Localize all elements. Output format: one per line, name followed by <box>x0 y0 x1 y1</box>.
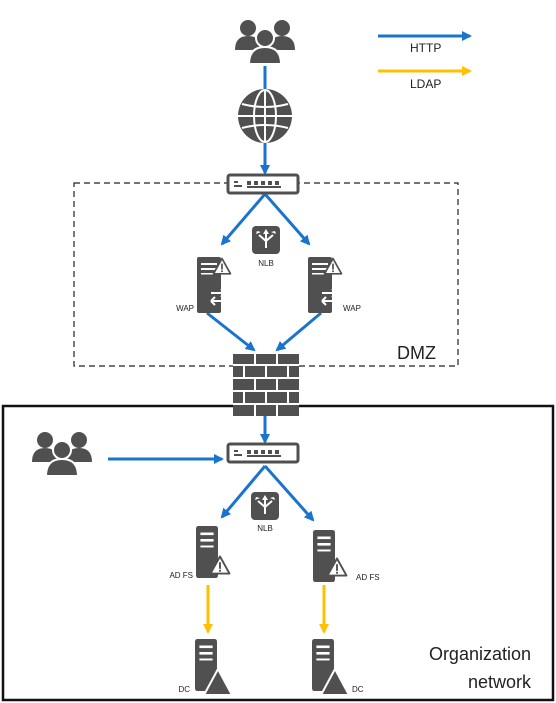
adfs-right-server-icon <box>313 530 348 582</box>
edge-wap-right-to-firewall <box>275 311 322 352</box>
org-switch-icon <box>226 442 300 464</box>
dmz-zone <box>73 182 459 367</box>
dmz-label: DMZ <box>397 343 436 363</box>
edge-switch-to-adfs-left <box>220 465 267 519</box>
globe-icon <box>238 89 292 143</box>
edge-wap-left-to-firewall <box>206 311 256 352</box>
wap-right-server-icon <box>308 257 343 313</box>
edge-switch-to-wap-right <box>263 193 311 246</box>
edge-switch-to-adfs-right <box>263 465 315 522</box>
legend-ldap-label: LDAP <box>410 77 441 91</box>
edge-switch-to-wap-left <box>220 193 267 246</box>
nlb-org-label: NLB <box>257 524 273 533</box>
dc-right-label: DC <box>352 685 364 694</box>
wap-right-label: WAP <box>343 304 361 313</box>
firewall-icon <box>233 354 299 416</box>
dc-right-server-icon <box>312 639 350 696</box>
adfs-left-server-icon <box>196 526 231 578</box>
wap-left-server-icon <box>197 257 232 313</box>
dmz-switch-icon <box>226 173 300 195</box>
legend-http-label: HTTP <box>410 41 441 55</box>
org-nlb-icon <box>250 491 280 521</box>
adfs-left-label: AD FS <box>169 571 193 580</box>
adfs-right-label: AD FS <box>356 573 380 582</box>
wap-left-label: WAP <box>176 304 194 313</box>
org-label-line2: network <box>468 672 532 692</box>
users-icon <box>234 19 296 65</box>
dc-left-server-icon <box>195 639 233 696</box>
dmz-nlb-icon <box>251 225 281 255</box>
internal-users-icon <box>31 431 93 477</box>
dc-left-label: DC <box>178 685 190 694</box>
org-label-line1: Organization <box>429 644 531 664</box>
nlb-dmz-label: NLB <box>258 259 274 268</box>
